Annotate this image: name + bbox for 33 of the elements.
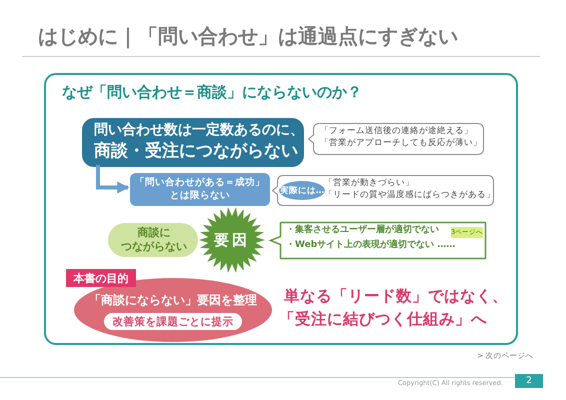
bubble-text: 「フォーム送信後の連絡が途絶える」 (320, 126, 473, 136)
result-pill (108, 223, 198, 257)
tag-text: 本書の目的 (74, 270, 128, 286)
bubble-text: ・集客させるユーザー層が適切でない (286, 225, 439, 236)
box-text: 商談・受注につながらない (94, 141, 298, 162)
bubble-text: 「営業が動きづらい」 (324, 178, 414, 188)
box-text: とは限らない (169, 190, 231, 202)
problem-box (82, 118, 304, 167)
box-text: 問い合わせ数は一定数あるのに、 (94, 122, 304, 139)
section-panel (44, 73, 518, 345)
bubble-text: 「営業がアプローチしても反応が薄い」 (320, 138, 482, 148)
pill-text: つながらない (120, 240, 188, 254)
page-title: はじめに｜「問い合わせ」は通過点にすぎない (38, 24, 458, 48)
page-number: 2 (515, 374, 543, 388)
bubble-text: 「リードの質や温度感にばらつきがある」 (324, 190, 495, 200)
speech-bubble (272, 175, 494, 206)
box-text: 「問い合わせがある＝成功」 (134, 176, 266, 190)
slogan-text: 「受注に結びつく仕組み」へ (279, 310, 487, 329)
heading: なぜ「問い合わせ＝商談」にならないのか？ (62, 83, 362, 101)
sub-pill (104, 313, 242, 330)
section-tag (66, 269, 136, 287)
cause-bubble (270, 222, 486, 259)
pill-text: 改善策を課題ごとに提示 (112, 314, 234, 328)
oval-text: 実際には… (280, 184, 324, 196)
pill-text: 商談に (136, 226, 172, 240)
starburst (199, 207, 265, 273)
slogan-text: 単なる「リード数」ではなく、 (284, 287, 508, 306)
arrow (96, 165, 130, 194)
starburst-text: 要因 (213, 230, 251, 251)
bubble-text: ・Webサイト上の表現が適切でない …… (286, 240, 456, 251)
speech-bubble (308, 123, 484, 155)
statement-box (130, 173, 270, 206)
ellipse-text: 「商談にならない」要因を整理 (88, 293, 258, 308)
